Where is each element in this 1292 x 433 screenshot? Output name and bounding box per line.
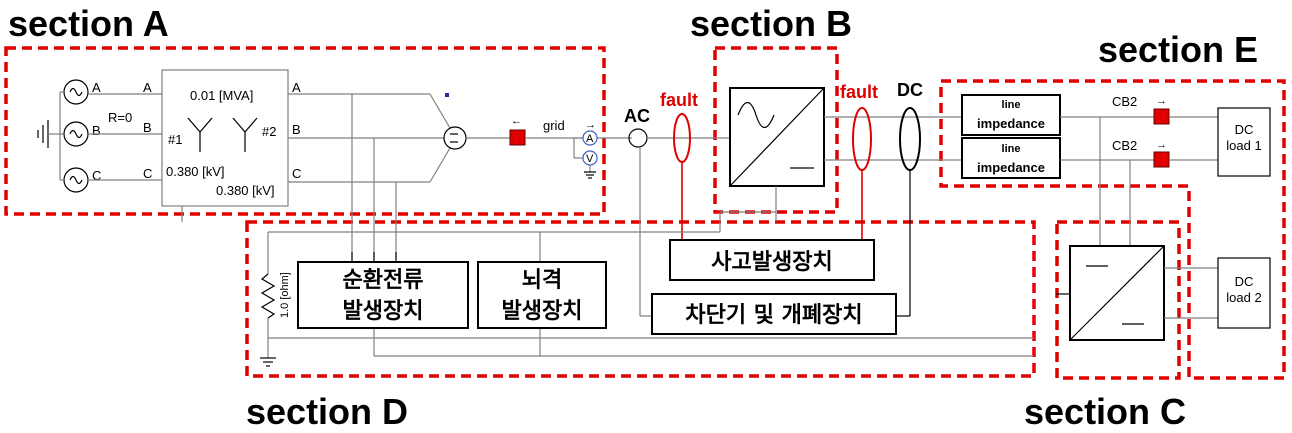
svg-text:DC: DC: [1235, 274, 1254, 289]
tx-input-label-c: C: [143, 166, 152, 181]
tx-output-label-b: B: [292, 122, 301, 137]
svg-text:뇌격: 뇌격: [522, 268, 562, 293]
resistance-label: R=0: [108, 110, 132, 125]
svg-text:load 2: load 2: [1226, 290, 1261, 305]
source-label-c: C: [92, 168, 101, 183]
grid-arrow-right: →: [585, 119, 596, 131]
svg-text:발생장치: 발생장치: [343, 299, 424, 324]
cb-label-1: CB2: [1112, 94, 1137, 109]
circulating-current-generator: 순환전류 발생장치: [297, 261, 469, 329]
svg-text:line: line: [1002, 99, 1021, 111]
section-e-border: [939, 79, 1286, 380]
breaker-switchgear: 차단기 및 개폐장치: [651, 293, 897, 335]
line-impedance-2: line impedance: [961, 137, 1061, 179]
transformer-box: [161, 69, 289, 207]
dc-load-1: DC load 1: [1217, 107, 1271, 177]
ac-source-c: [63, 167, 89, 193]
transformer-rating: 0.01 [MVA]: [190, 88, 253, 103]
grid-breaker: [509, 129, 526, 146]
svg-text:A: A: [586, 133, 594, 145]
dc-label: DC: [897, 80, 923, 100]
voltmeter-icon: V: [582, 150, 598, 166]
resistor-value: 1.0 [ohm]: [279, 272, 291, 318]
voltage-secondary: 0.380 [kV]: [216, 183, 275, 198]
section-d-circuit: 1.0 [ohm] 순환전류 발생장치 뇌격 발생장치 사고발생장치: [260, 211, 1034, 367]
cb-arrow-2: →: [1156, 139, 1167, 151]
ammeter-icon: A: [582, 130, 598, 146]
svg-text:impedance: impedance: [977, 160, 1045, 175]
line-impedance-1: line impedance: [961, 94, 1061, 136]
svg-text:DC: DC: [1235, 122, 1254, 137]
cb-label-2: CB2: [1112, 138, 1137, 153]
svg-text:순환전류: 순환전류: [343, 268, 424, 293]
ac-source-b: [63, 121, 89, 147]
fault-label-ac: fault: [660, 90, 698, 110]
tx-output-label-c: C: [292, 166, 301, 181]
ac-source-a: [63, 79, 89, 105]
ac-label: AC: [624, 106, 650, 126]
fault-generator: 사고발생장치: [669, 239, 875, 281]
source-label-a: A: [92, 80, 101, 95]
wye-winding-2: [232, 117, 258, 152]
svg-text:line: line: [1002, 143, 1021, 155]
section-c-border: [1055, 220, 1181, 380]
section-c-circuit: DC load 2: [1056, 117, 1271, 341]
section-e-title: section E: [1098, 29, 1258, 70]
dc-dc-converter: [1069, 245, 1165, 341]
svg-text:차단기 및 개폐장치: 차단기 및 개폐장치: [685, 303, 862, 328]
dc-breaker-2: [1153, 151, 1170, 168]
ac-dc-converter: [729, 87, 825, 187]
section-a-circuit: A B C R=0 A B C 0.01 [MVA] #1 #2 0.380 […: [37, 69, 632, 258]
bus-connector: [443, 126, 467, 150]
dc-breaker-1: [1153, 108, 1170, 125]
section-a-title: section A: [8, 3, 169, 44]
tx-input-label-b: B: [143, 120, 152, 135]
lightning-generator: 뇌격 발생장치: [477, 261, 607, 329]
fault-label-dc: fault: [840, 82, 878, 102]
section-d-title: section D: [246, 391, 408, 432]
svg-text:V: V: [586, 153, 594, 165]
svg-text:발생장치: 발생장치: [502, 299, 583, 324]
section-e-circuit: line impedance line impedance CB2 CB2 → …: [961, 94, 1271, 179]
section-b-border: [713, 46, 839, 214]
tx-input-label-a: A: [143, 80, 152, 95]
section-b-title: section B: [690, 3, 852, 44]
breaker-arrow-left: ←: [511, 115, 522, 127]
section-b-circuit: AC fault fault DC: [624, 80, 962, 317]
grid-label: grid: [543, 118, 565, 133]
winding-1-label: #1: [168, 132, 182, 147]
svg-text:사고발생장치: 사고발생장치: [711, 250, 832, 275]
svg-text:impedance: impedance: [977, 116, 1045, 131]
cb-arrow-1: →: [1156, 95, 1167, 107]
source-label-b: B: [92, 123, 101, 138]
winding-2-label: #2: [262, 124, 276, 139]
dc-load-2: DC load 2: [1217, 257, 1271, 329]
svg-text:load 1: load 1: [1226, 138, 1261, 153]
tx-output-label-a: A: [292, 80, 301, 95]
voltage-primary: 0.380 [kV]: [166, 164, 225, 179]
section-c-title: section C: [1024, 391, 1186, 432]
ground-resistor: [260, 273, 276, 319]
section-a-border: [4, 46, 606, 216]
wye-winding-1: [187, 117, 213, 152]
